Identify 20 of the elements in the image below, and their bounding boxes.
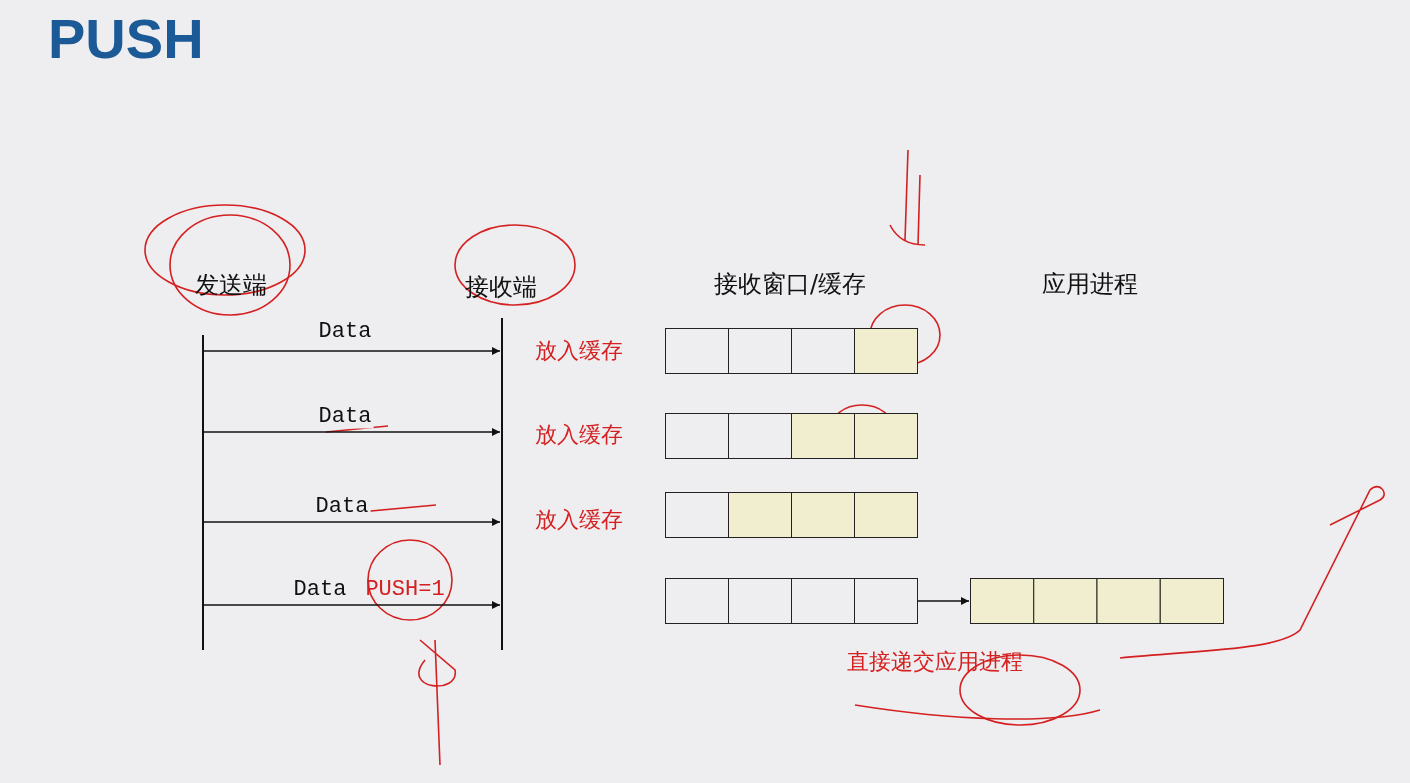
column-heading: 应用进程 — [1042, 269, 1138, 300]
lifeline-label: 发送端 — [195, 270, 267, 301]
annotation-text: 放入缓存 — [535, 506, 623, 534]
buffer-cell-row — [665, 413, 918, 459]
arrow — [203, 601, 501, 609]
arrow — [917, 597, 970, 605]
lifeline-label: 接收端 — [465, 272, 537, 303]
title: PUSH — [48, 6, 204, 71]
arrow — [203, 347, 501, 355]
buffer-cell-row — [665, 578, 918, 624]
buffer-cell-row — [665, 492, 918, 538]
arrow — [203, 518, 501, 526]
arrow — [203, 428, 501, 436]
lifeline — [501, 318, 503, 650]
column-heading: 接收窗口/缓存 — [713, 269, 867, 300]
lifeline — [202, 335, 204, 650]
buffer-cell-row — [665, 328, 918, 374]
buffer-cell-row — [970, 578, 1224, 624]
annotation-text: 放入缓存 — [535, 421, 623, 449]
annotation-text: 放入缓存 — [535, 337, 623, 365]
